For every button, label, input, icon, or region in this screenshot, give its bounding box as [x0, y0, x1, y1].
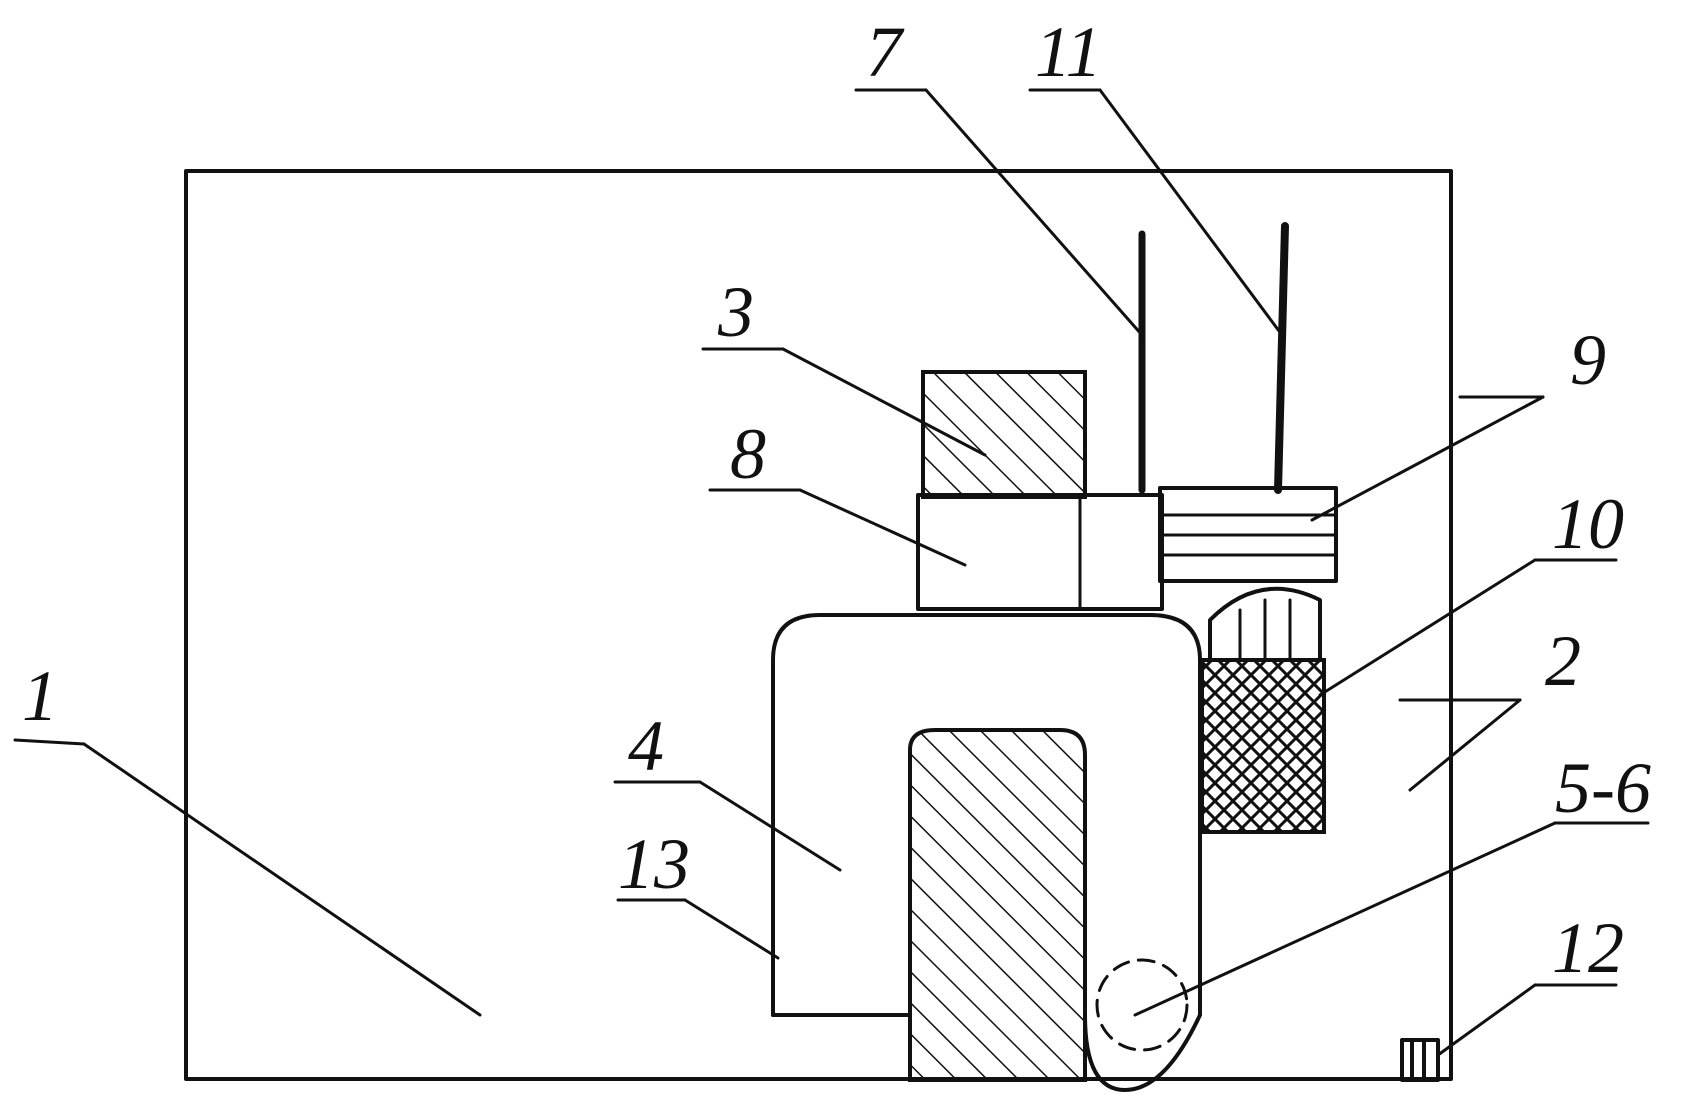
part-8-block [916, 493, 1164, 611]
part-5-6-ball [1095, 958, 1189, 1052]
arch-element [1208, 586, 1322, 662]
leader-lines [13, 88, 1650, 1057]
label-11: 11 [1035, 12, 1102, 92]
housing-outline [184, 169, 1453, 1081]
label-1: 1 [22, 656, 58, 736]
part-9-block [1158, 486, 1338, 583]
label-10: 10 [1552, 484, 1624, 564]
label-8: 8 [730, 414, 766, 494]
label-5-6: 5-6 [1555, 748, 1651, 828]
part-13-core [908, 728, 1087, 1082]
label-9: 9 [1570, 320, 1606, 400]
label-3: 3 [717, 272, 754, 352]
part-9-lines [1160, 513, 1336, 557]
label-13: 13 [618, 824, 690, 904]
part-10-mesh [1200, 658, 1326, 834]
label-12: 12 [1552, 908, 1624, 988]
part-4-shell [771, 613, 1202, 1092]
label-7: 7 [866, 12, 905, 92]
rod-11 [1274, 222, 1289, 494]
label-2: 2 [1545, 621, 1581, 701]
part-12-terminal [1400, 1038, 1440, 1082]
label-4: 4 [628, 706, 664, 786]
